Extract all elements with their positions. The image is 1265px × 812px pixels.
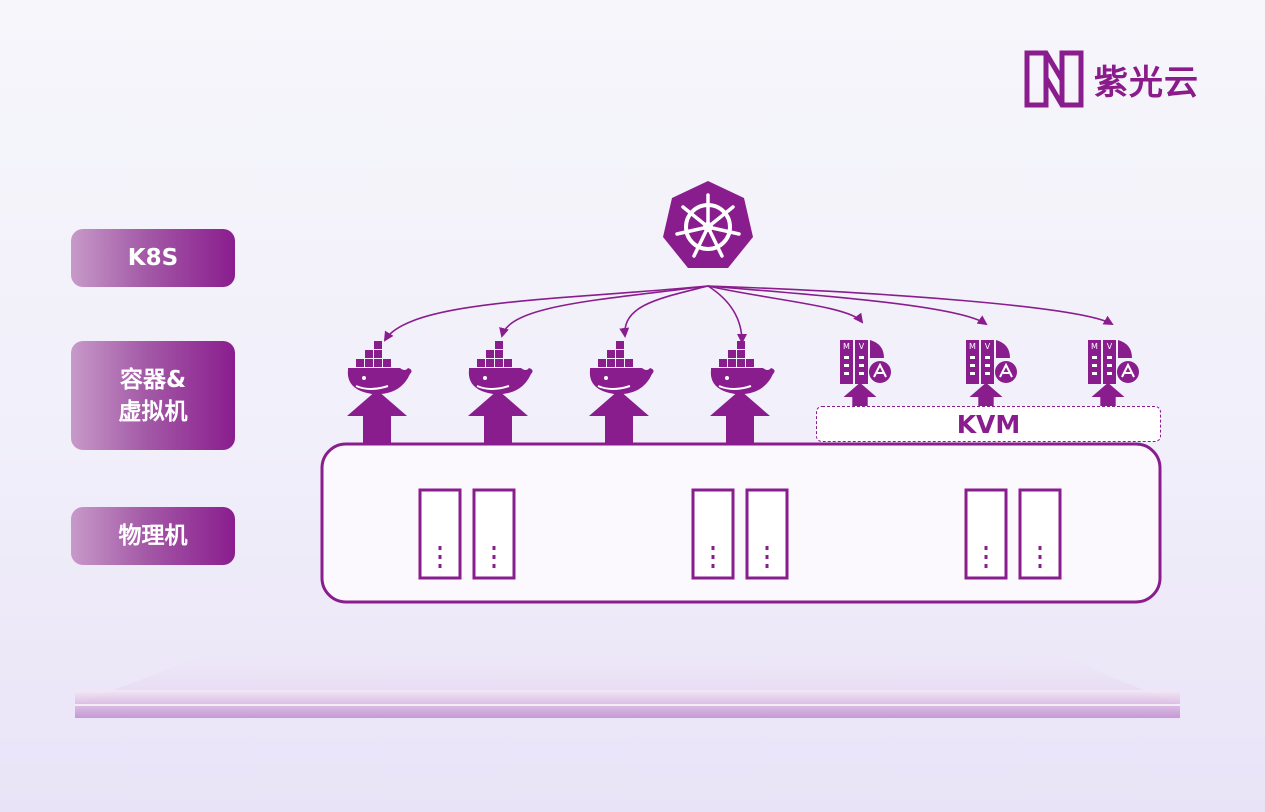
brand-name: 紫光云 <box>1094 62 1199 103</box>
server-tower-icon <box>418 488 462 580</box>
docker-whale-icon <box>467 340 534 396</box>
docker-whale-icon <box>346 340 413 396</box>
vm-server-icon <box>1087 339 1140 385</box>
layer-label-physical: 物理机 <box>71 507 235 565</box>
vm-server-icon <box>839 339 892 385</box>
orchestration-links <box>383 285 1114 344</box>
server-tower-icon <box>745 488 789 580</box>
kvm-label-box: KVM <box>816 406 1161 442</box>
docker-whale-icon <box>709 340 776 396</box>
up-arrow-icon <box>468 390 528 444</box>
physical-layer-box <box>320 442 1162 604</box>
docker-whale-icon <box>588 340 655 396</box>
kvm-label: KVM <box>956 409 1021 439</box>
brand-logo: 紫光云 <box>1024 50 1199 108</box>
up-arrow-icon <box>347 390 407 444</box>
layer-label-containers-vms: 容器& 虚拟机 <box>71 341 235 450</box>
server-tower-icon <box>691 488 735 580</box>
server-tower-icon <box>472 488 516 580</box>
server-tower-icon <box>1018 488 1062 580</box>
vm-server-icon <box>965 339 1018 385</box>
kubernetes-icon <box>663 181 753 268</box>
layer-label-k8s: K8S <box>71 229 235 287</box>
server-tower-icon <box>964 488 1008 580</box>
brand-mark-icon <box>1024 50 1084 108</box>
up-arrow-icon <box>710 390 770 444</box>
up-arrow-icon <box>589 390 649 444</box>
